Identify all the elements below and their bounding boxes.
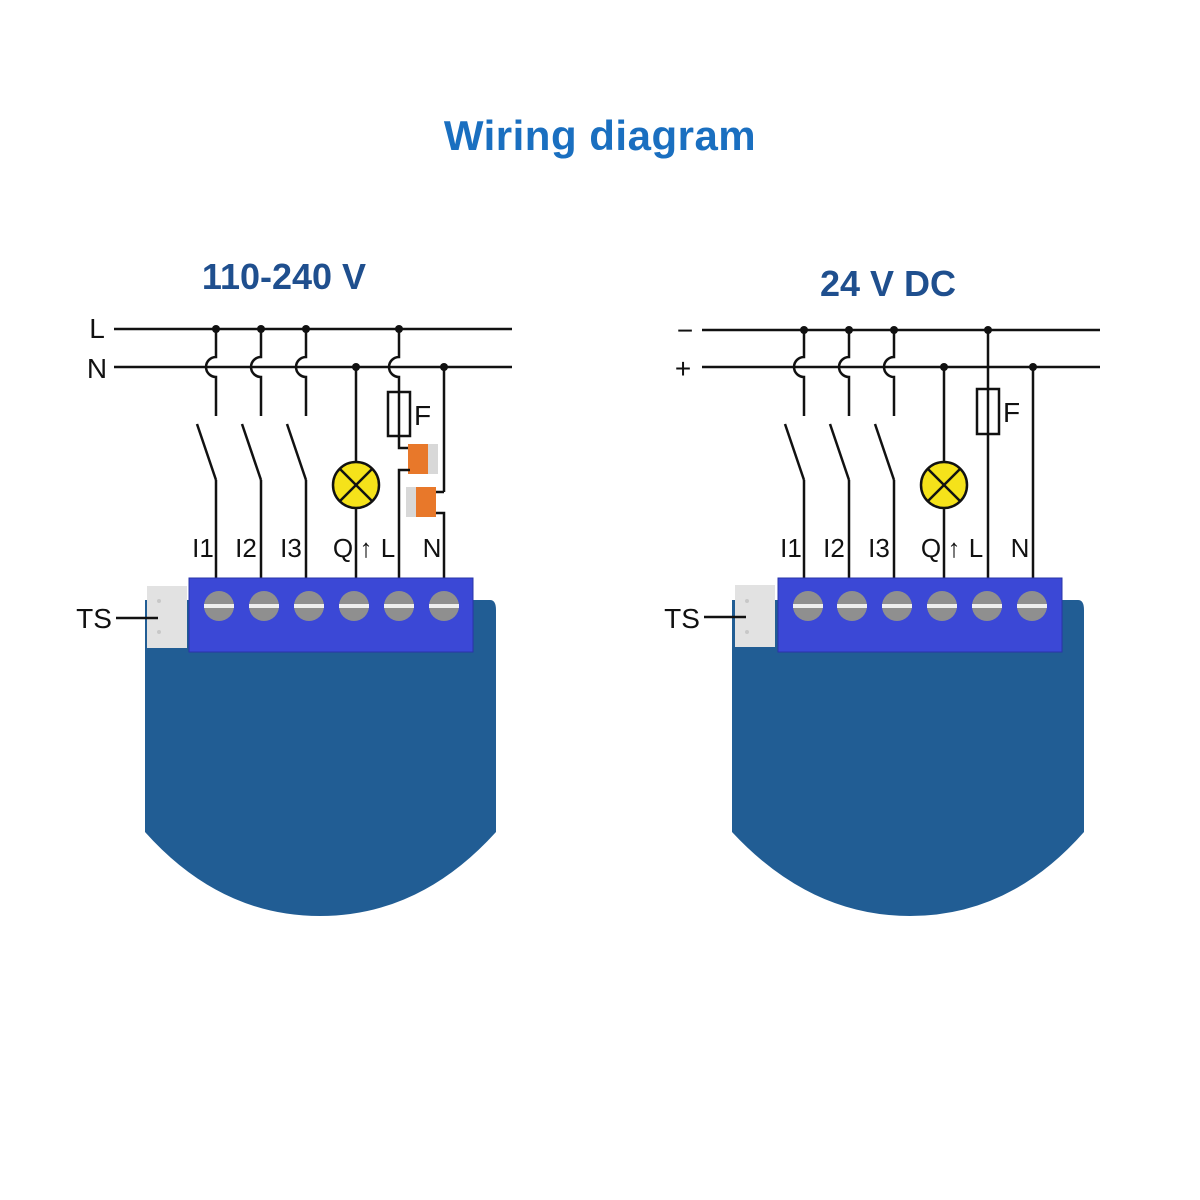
terminal-label-i1: I1	[192, 533, 214, 563]
terminal-label-l: L	[969, 533, 983, 563]
screw-slot	[249, 604, 279, 608]
rail-label-bottom: N	[87, 353, 107, 384]
terminal-label-q: Q	[921, 533, 941, 563]
terminal-block	[188, 577, 474, 653]
switch-i1	[195, 325, 220, 578]
rail-label-top: −	[677, 315, 693, 346]
screw-slot	[204, 604, 234, 608]
screw-slot	[1017, 604, 1047, 608]
screw-slot	[972, 604, 1002, 608]
terminal-label-q: Q	[333, 533, 353, 563]
rail-label-bottom: +	[675, 353, 691, 384]
terminal-screws	[204, 591, 459, 621]
lamp-load	[331, 363, 381, 578]
module-body	[732, 577, 1084, 916]
screw-slot	[384, 604, 414, 608]
switch-i1	[783, 326, 808, 578]
q-arrow-icon: ↑	[948, 533, 961, 563]
ts-label: TS	[664, 603, 700, 634]
terminal-label-i2: I2	[823, 533, 845, 563]
fuse-branch: F	[386, 325, 446, 578]
terminal-label-i3: I3	[868, 533, 890, 563]
rail-label-top: L	[89, 313, 105, 344]
screw-slot	[429, 604, 459, 608]
diagram-24v-dc: 24 V DC − +	[664, 263, 1100, 916]
switch-i3	[285, 325, 310, 578]
terminal-label-i3: I3	[280, 533, 302, 563]
q-arrow-icon: ↑	[360, 533, 373, 563]
screw-slot	[927, 604, 957, 608]
fuse-label: F	[414, 400, 431, 431]
switch-i2	[240, 325, 265, 578]
terminal-label-i2: I2	[235, 533, 257, 563]
terminal-label-i1: I1	[780, 533, 802, 563]
fuse-label: F	[1003, 397, 1020, 428]
lamp-load	[919, 363, 969, 578]
terminal-label-l: L	[381, 533, 395, 563]
terminal-label-n: N	[1011, 533, 1030, 563]
terminal-block	[777, 577, 1063, 653]
screw-slot	[837, 604, 867, 608]
ts-label: TS	[76, 603, 112, 634]
switch-i2	[828, 326, 853, 578]
screw-slot	[339, 604, 369, 608]
screw-slot	[294, 604, 324, 608]
neutral-branch	[440, 363, 448, 492]
neutral-branch	[1029, 363, 1037, 578]
module-body	[145, 577, 496, 916]
screw-slot	[882, 604, 912, 608]
terminal-label-n: N	[423, 533, 442, 563]
diagram-110-240v: 110-240 V L N	[76, 256, 512, 916]
diagram-subtitle: 24 V DC	[820, 263, 956, 304]
page-title: Wiring diagram	[443, 112, 757, 159]
fuse-branch: F	[975, 326, 1020, 578]
switch-i3	[873, 326, 898, 578]
terminal-screws	[793, 591, 1047, 621]
screw-slot	[793, 604, 823, 608]
diagram-subtitle: 110-240 V	[202, 256, 366, 297]
